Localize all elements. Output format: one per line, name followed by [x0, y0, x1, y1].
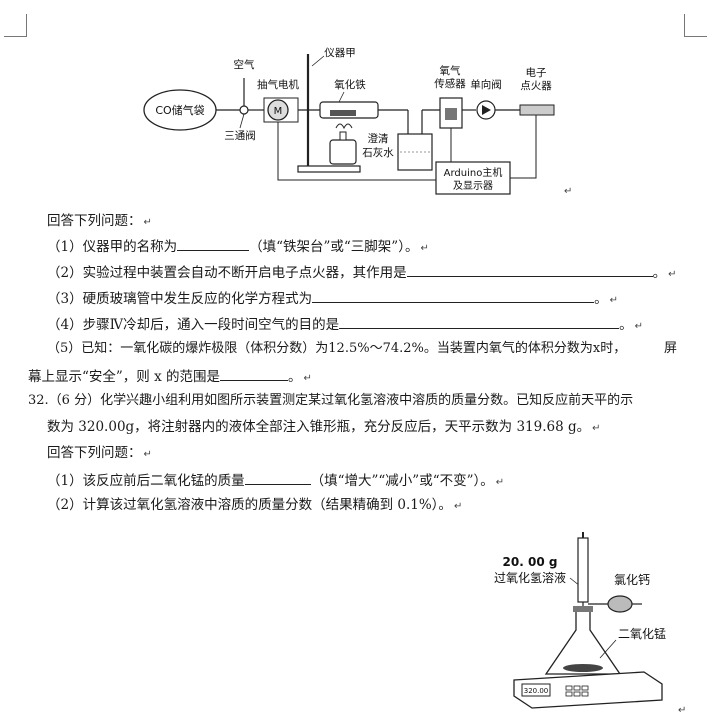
instrument-label: 仪器甲 — [324, 47, 356, 59]
three-way-valve — [239, 105, 249, 115]
answer-blank-q31-4[interactable] — [339, 314, 620, 329]
electronic-igniter — [519, 104, 555, 116]
answer-blank-q31-5[interactable] — [220, 366, 288, 381]
co-bag-label: CO储气袋 — [155, 103, 204, 117]
q32-intro: 回答下列问题：↵ — [47, 445, 152, 461]
three-way-valve-label: 三通阀 — [224, 129, 256, 142]
q31-part1: （1）仪器甲的名称为（填“铁架台”或“三脚架”）。↵ — [47, 236, 429, 258]
q31-part4: （4）步骤Ⅳ冷却后，通入一段时间空气的目的是。↵ — [47, 314, 643, 336]
q32-head: 32.（6 分）化学兴趣小组利用如图所示装置测定某过氧化氢溶液中溶质的质量分数。… — [28, 393, 634, 408]
answer-blank-q31-1[interactable] — [177, 236, 250, 251]
stand-base — [297, 165, 361, 173]
q31-part5-line2: 幕上显示“安全”，则 x 的范围是。↵ — [28, 366, 312, 388]
balance-reading: 320.00 — [524, 687, 549, 695]
pump-motor — [267, 99, 289, 121]
one-way-valve-label: 单向阀 — [470, 78, 502, 91]
apparatus-diagram-co: CO储气袋 空气 三通阀 抽气电机 M 仪器甲 氧化铁 澄清 石灰水 氧气 传感… — [143, 47, 555, 195]
answer-blank-q31-3[interactable] — [312, 288, 595, 303]
apparatus-diagram-balance: 20. 00 g 过氧化氢溶液 氯化钙 二氧化锰 320.00 — [494, 532, 666, 709]
q31-part2: （2）实验过程中装置会自动不断开启电子点火器，其作用是。↵ — [47, 262, 676, 284]
air-label: 空气 — [234, 58, 255, 71]
corner-mark-left — [4, 14, 27, 37]
arduino-label-1: Arduino主机 — [444, 166, 503, 179]
oxygen-sensor-label-1: 氧气 — [440, 64, 461, 77]
syringe — [577, 537, 589, 603]
pump-label: 抽气电机 — [257, 78, 299, 91]
oxygen-sensor-label-2: 传感器 — [434, 77, 466, 90]
q32-part2: （2）计算该过氧化氢溶液中溶质的质量分数（结果精确到 0.1%）。↵ — [47, 497, 463, 513]
iron-oxide-label: 氧化铁 — [334, 78, 366, 91]
limewater-label-1: 澄清 — [368, 132, 389, 145]
mno2-label: 二氧化锰 — [618, 626, 666, 641]
paragraph-mark: ↵ — [564, 186, 573, 197]
answer-blank-q32-1[interactable] — [244, 470, 311, 485]
balance-display — [521, 683, 551, 697]
limewater-label-2: 石灰水 — [362, 146, 394, 159]
q31-part5-tail: 屏 — [664, 341, 678, 356]
arduino-display — [435, 161, 511, 195]
q31-part3: （3）硬质玻璃管中发生反应的化学方程式为。↵ — [47, 288, 618, 310]
mno2-powder — [563, 664, 603, 672]
limewater-bottle — [397, 133, 433, 171]
pump-symbol: M — [274, 106, 283, 117]
burner — [329, 139, 357, 165]
balance-keypad — [565, 685, 589, 697]
igniter-label-2: 点火器 — [520, 80, 552, 92]
igniter-label-1: 电子 — [526, 66, 547, 79]
q32-head2: 数为 320.00g，将注射器内的液体全部注入锥形瓶，充分反应后，天平示数为 3… — [47, 419, 601, 435]
corner-mark-right — [684, 14, 707, 37]
paragraph-mark-end: ↵ — [678, 705, 687, 716]
drying-tube — [607, 595, 633, 613]
burner-flame — [335, 123, 353, 130]
solution-label: 过氧化氢溶液 — [494, 570, 566, 585]
q31-part5-line1: （5）已知：一氧化碳的爆炸极限（体积分数）为12.5%～74.2%。当装置内氧气… — [47, 341, 627, 356]
iron-oxide-sample — [330, 110, 356, 116]
answer-blank-q31-2[interactable] — [406, 262, 653, 277]
mass-label: 20. 00 g — [503, 555, 558, 569]
calcium-chloride-label: 氯化钙 — [614, 573, 650, 587]
q32-part1: （1）该反应前后二氧化锰的质量（填“增大”“减小”或“不变”）。↵ — [47, 470, 504, 492]
arduino-label-2: 及显示器 — [453, 180, 493, 192]
q31-intro: 回答下列问题：↵ — [47, 213, 152, 229]
